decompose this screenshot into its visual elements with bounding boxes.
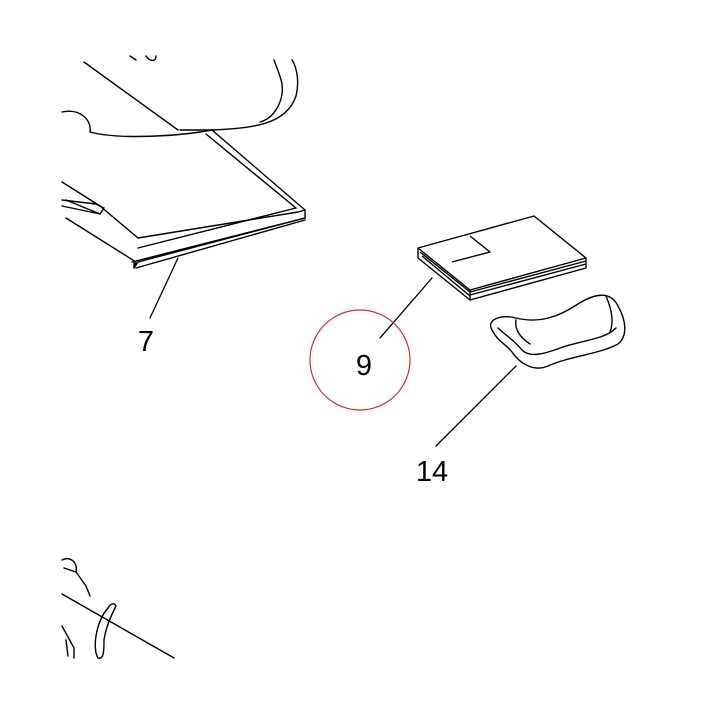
part-9-block	[417, 215, 587, 301]
callout-9: 9	[356, 350, 372, 382]
partial-part-top-left	[61, 55, 306, 269]
frame-plate-outline	[61, 181, 306, 269]
leader-lines	[149, 257, 517, 447]
callout-7: 7	[138, 326, 154, 358]
part-14-pad	[489, 294, 626, 369]
partial-part-bottom-left	[61, 558, 175, 659]
leader-line-9	[379, 277, 433, 339]
leader-line-7	[149, 257, 179, 319]
callout-14: 14	[416, 456, 448, 488]
leader-line-14	[435, 365, 517, 447]
highlight-circle	[309, 309, 411, 411]
pad-outline	[489, 294, 626, 369]
